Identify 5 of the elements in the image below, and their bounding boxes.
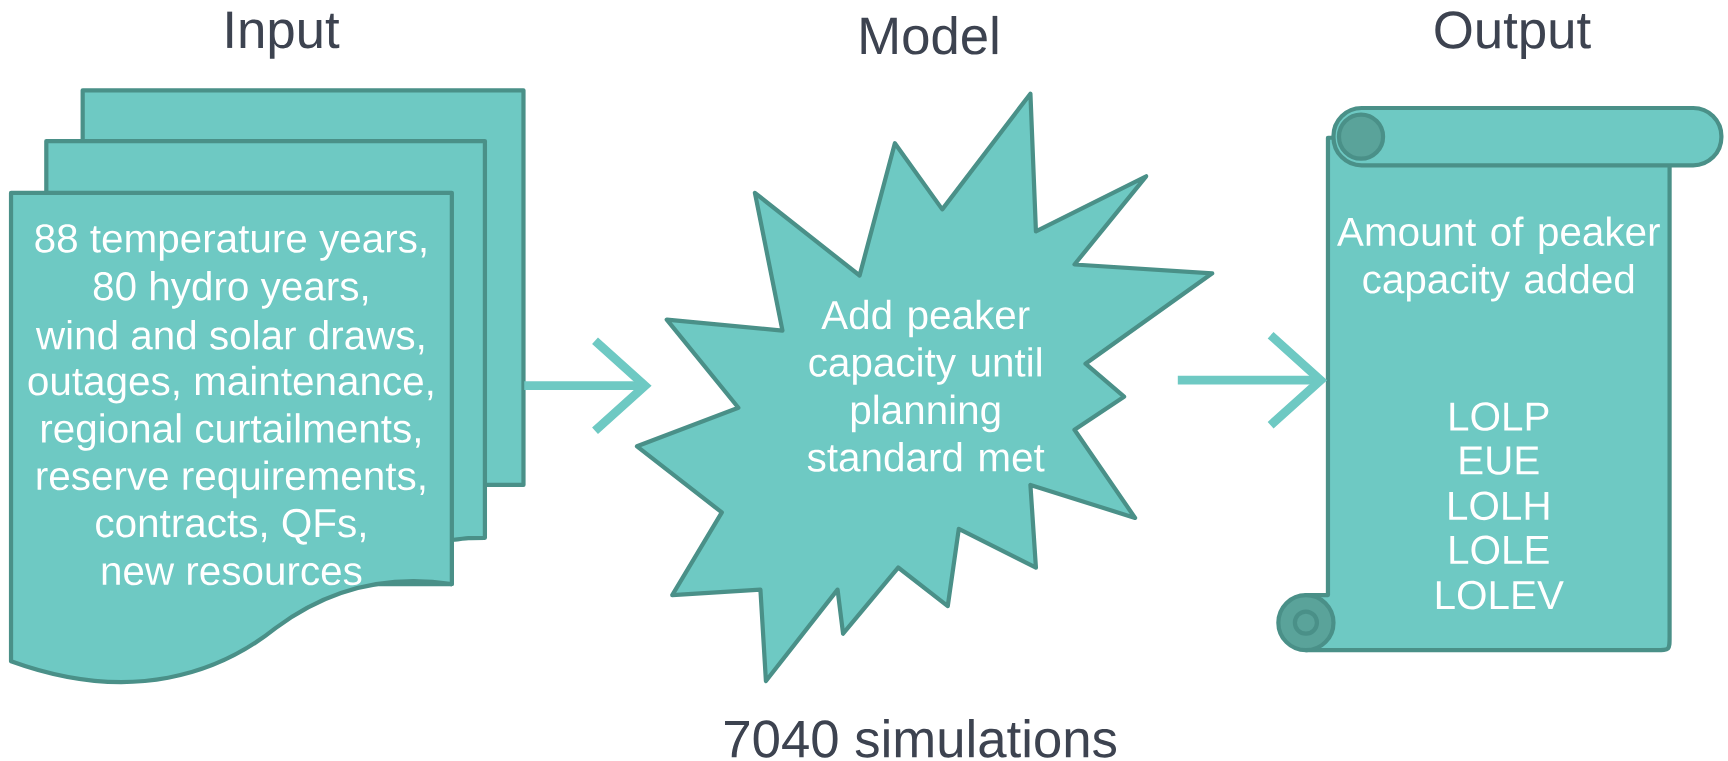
- heading: Output: [1435, 11, 1591, 59]
- body-text: Add peaker capacity until planning standard met: [807, 299, 1045, 472]
- heading: Model: [861, 15, 998, 55]
- caption-text: 7040 simulations: [725, 718, 1116, 758]
- heading: Input: [227, 11, 340, 59]
